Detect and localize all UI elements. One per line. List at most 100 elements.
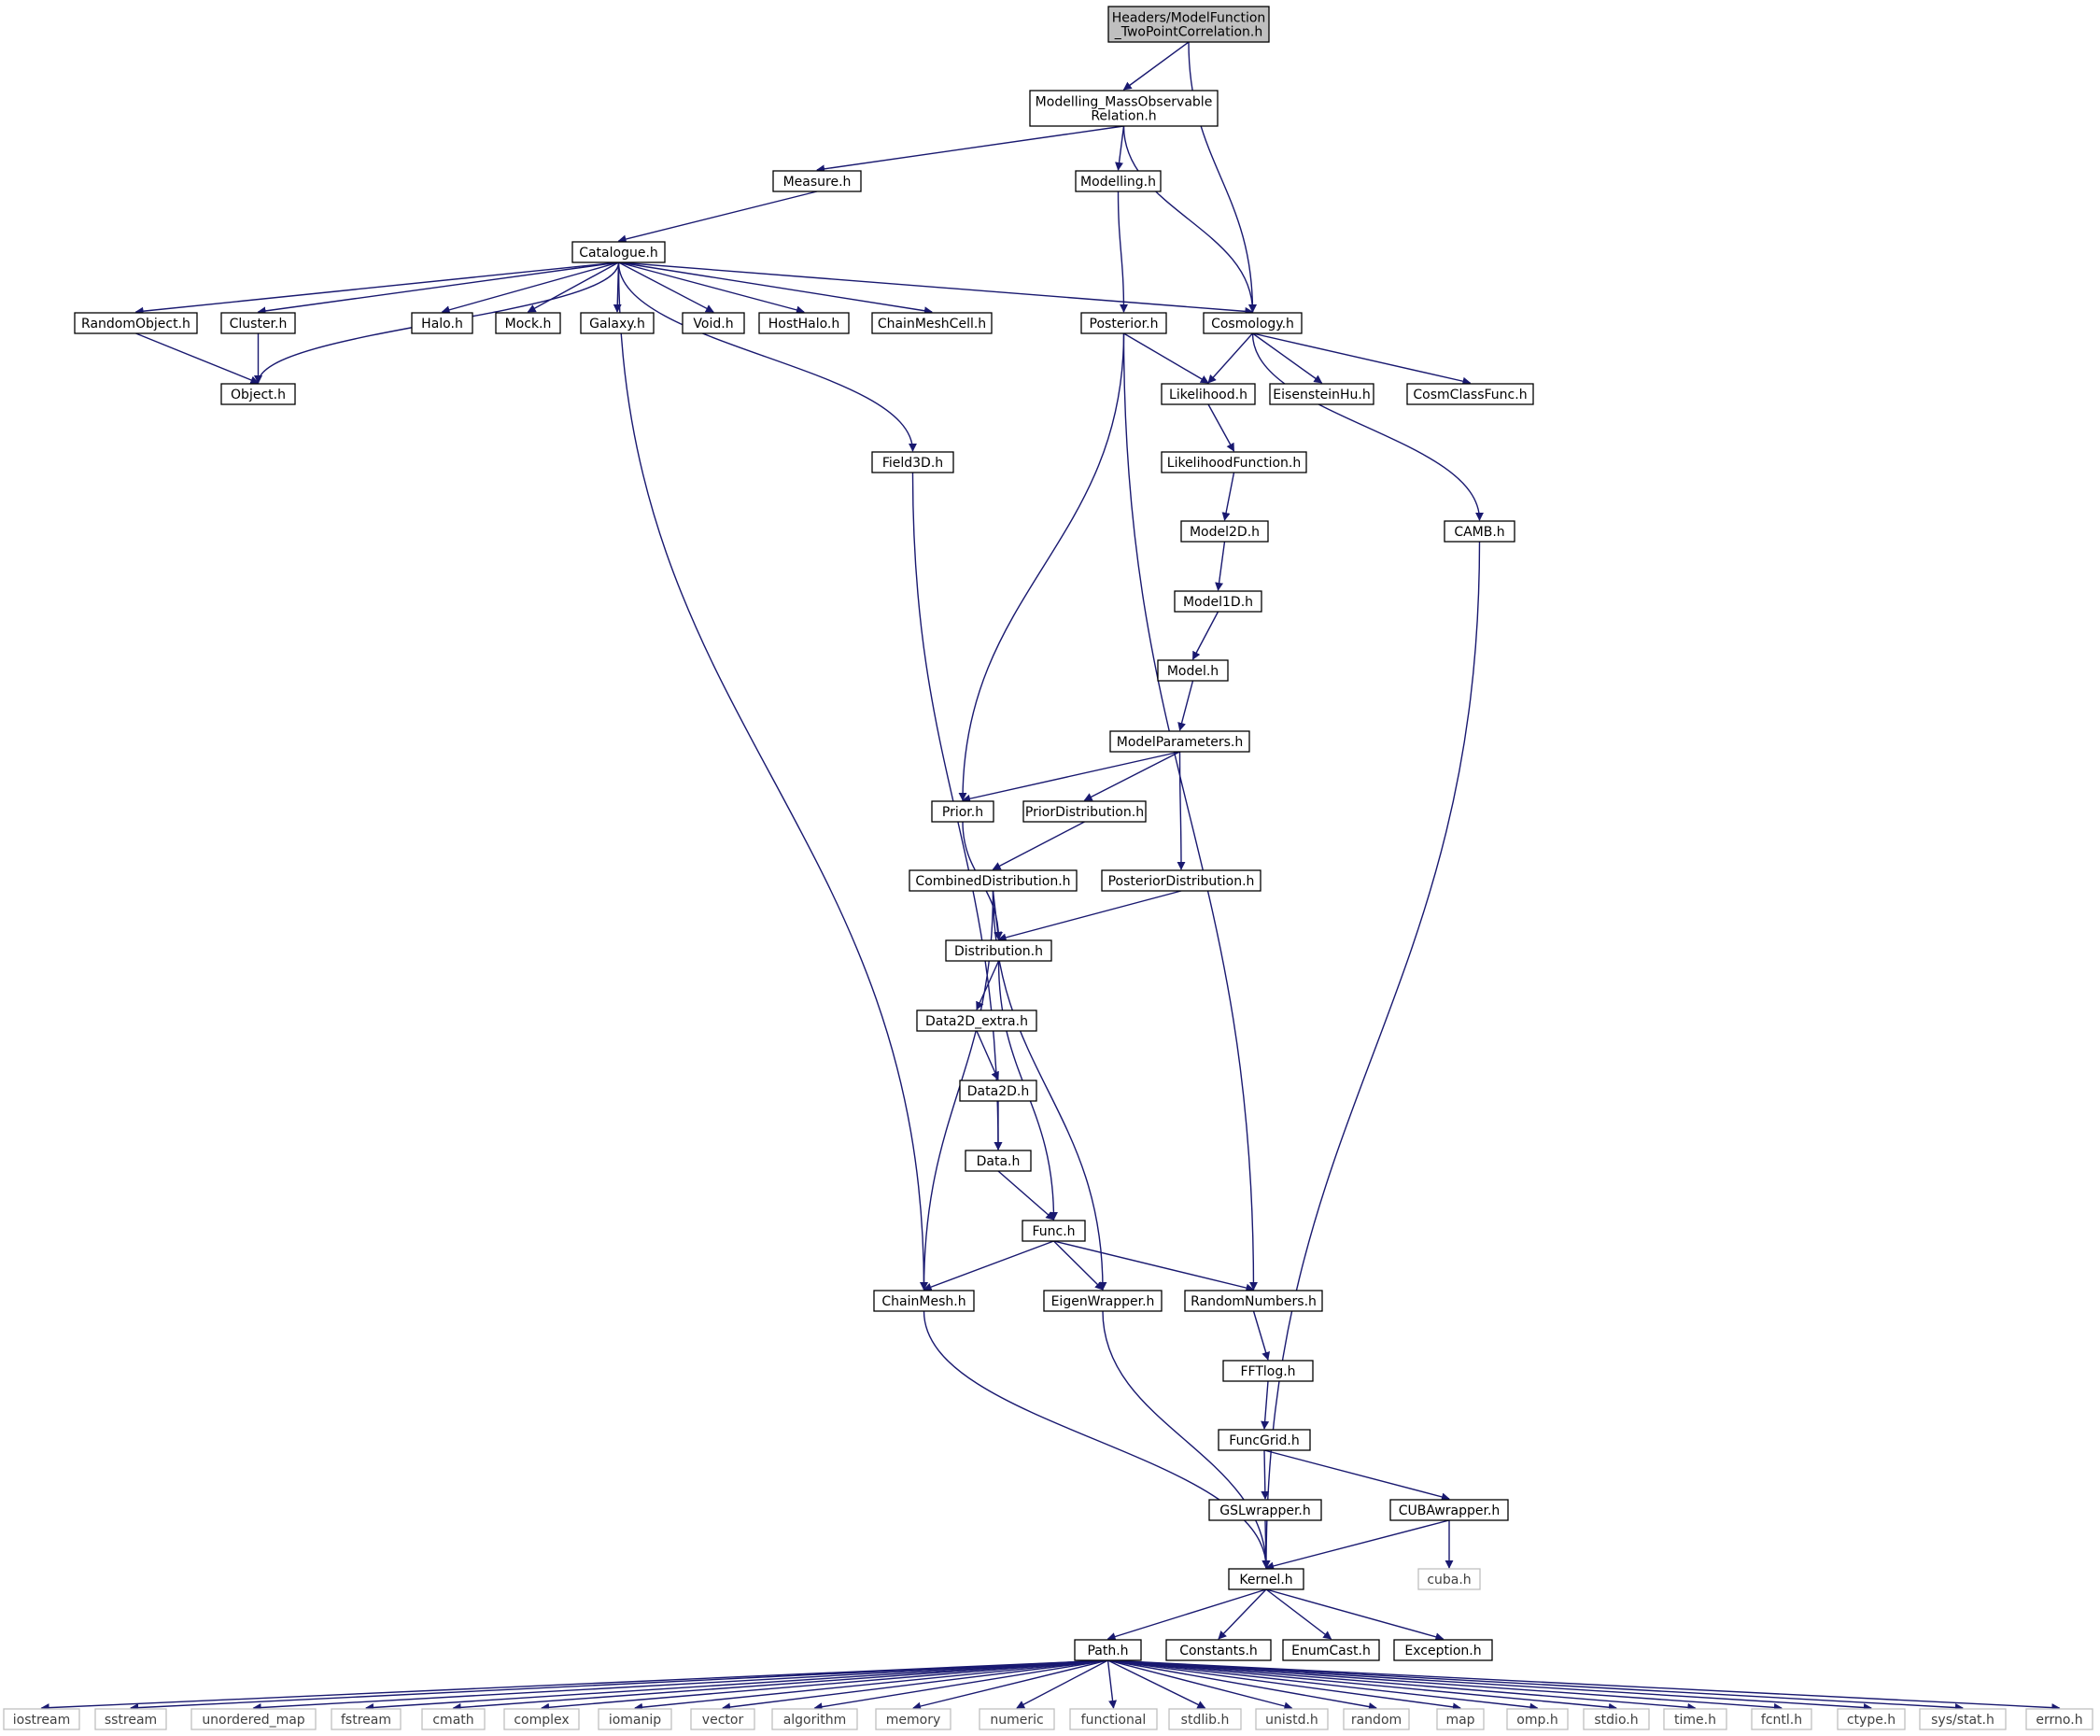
node-box-functional [1069, 1708, 1158, 1730]
node-iomanip: iomanip [598, 1708, 672, 1730]
node-label-func: Func.h [1032, 1224, 1075, 1239]
node-fftlog[interactable]: FFTlog.h [1222, 1360, 1314, 1382]
node-label-chainmesh: ChainMesh.h [881, 1294, 965, 1309]
edge-posterior-to-randomnumbers [1122, 332, 1258, 1291]
edge-path-to-iomanip [634, 1659, 1108, 1712]
node-box-randomobject [74, 312, 198, 334]
node-model2d[interactable]: Model2D.h [1180, 520, 1269, 543]
node-object[interactable]: Object.h [220, 383, 296, 405]
node-label-prior: Prior.h [942, 805, 983, 820]
edge-distribution-to-data2d_extra [976, 960, 1000, 1010]
node-catalogue[interactable]: Catalogue.h [571, 241, 666, 263]
node-label-eigenwrapper: EigenWrapper.h [1051, 1294, 1155, 1309]
node-path[interactable]: Path.h [1074, 1639, 1142, 1661]
node-box-void [682, 312, 745, 334]
node-model[interactable]: Model.h [1157, 659, 1229, 682]
node-label-randomobject: RandomObject.h [81, 317, 190, 332]
node-box-sstream [94, 1708, 167, 1730]
node-combineddistribution[interactable]: CombinedDistribution.h [909, 869, 1078, 892]
edge-path-to-ctype [1107, 1659, 1872, 1712]
edge-model-to-modelparameters [1177, 680, 1194, 731]
edge-kernel-to-constants [1218, 1588, 1267, 1640]
node-model1d[interactable]: Model1D.h [1174, 590, 1262, 613]
node-label-iostream: iostream [13, 1713, 71, 1728]
node-galaxy[interactable]: Galaxy.h [580, 312, 655, 334]
node-measure[interactable]: Measure.h [772, 170, 862, 192]
edge-path-to-memory [912, 1659, 1108, 1711]
node-stdlib: stdlib.h [1168, 1708, 1242, 1730]
node-chainmeshcell[interactable]: ChainMeshCell.h [871, 312, 993, 334]
node-box-mock [495, 312, 561, 334]
node-label-root: Headers/ModelFunction [1112, 11, 1266, 26]
node-likelihoodfunction[interactable]: LikelihoodFunction.h [1161, 451, 1307, 473]
node-box-path [1074, 1639, 1142, 1661]
node-halo[interactable]: Halo.h [411, 312, 473, 334]
node-exception[interactable]: Exception.h [1393, 1639, 1493, 1661]
edge-catalogue-to-hosthalo [618, 261, 805, 315]
node-cosmclassfunc[interactable]: CosmClassFunc.h [1406, 383, 1534, 405]
node-cosmology[interactable]: Cosmology.h [1203, 312, 1303, 334]
node-box-stdlib [1168, 1708, 1242, 1730]
node-box-model1d [1174, 590, 1262, 613]
node-randomobject[interactable]: RandomObject.h [74, 312, 198, 334]
edge-catalogue-to-void [618, 261, 714, 313]
node-mock[interactable]: Mock.h [495, 312, 561, 334]
node-modelling[interactable]: Modelling.h [1075, 170, 1162, 192]
node-posterior[interactable]: Posterior.h [1080, 312, 1167, 334]
node-priordistribution[interactable]: PriorDistribution.h [1022, 800, 1147, 823]
node-void[interactable]: Void.h [682, 312, 745, 334]
node-box-posterior [1080, 312, 1167, 334]
node-sstream: sstream [94, 1708, 167, 1730]
node-label-memory: memory [886, 1713, 941, 1728]
node-chainmesh[interactable]: ChainMesh.h [873, 1290, 975, 1312]
node-funcgrid[interactable]: FuncGrid.h [1218, 1429, 1311, 1451]
node-enumcast[interactable]: EnumCast.h [1282, 1639, 1380, 1661]
node-box-cuba [1417, 1568, 1481, 1590]
node-box-ctype [1837, 1708, 1906, 1730]
edge-data2d_extra-to-data2d [976, 1030, 999, 1080]
edge-modelparameters-to-prior [962, 751, 1180, 803]
node-randomnumbers[interactable]: RandomNumbers.h [1184, 1290, 1323, 1312]
node-func[interactable]: Func.h [1022, 1220, 1086, 1242]
node-prior[interactable]: Prior.h [931, 800, 994, 823]
node-data2d_extra[interactable]: Data2D_extra.h [916, 1009, 1037, 1032]
node-box-root [1107, 6, 1270, 43]
node-box-cosmclassfunc [1406, 383, 1534, 405]
node-label-galaxy: Galaxy.h [589, 317, 645, 332]
node-hosthalo[interactable]: HostHalo.h [758, 312, 850, 334]
node-camb[interactable]: CAMB.h [1444, 520, 1515, 543]
node-box-galaxy [580, 312, 655, 334]
node-cubawrapper[interactable]: CUBAwrapper.h [1389, 1499, 1509, 1521]
node-modelparameters[interactable]: ModelParameters.h [1109, 730, 1250, 753]
node-box-constants [1165, 1639, 1272, 1661]
node-data[interactable]: Data.h [965, 1150, 1032, 1172]
edge-cubawrapper-to-kernel [1265, 1519, 1450, 1571]
node-eigenwrapper[interactable]: EigenWrapper.h [1043, 1290, 1163, 1312]
node-fcntl: fcntl.h [1751, 1708, 1812, 1730]
node-distribution[interactable]: Distribution.h [945, 939, 1052, 962]
node-data2d[interactable]: Data2D.h [959, 1080, 1037, 1102]
node-field3d[interactable]: Field3D.h [871, 451, 954, 473]
node-cluster[interactable]: Cluster.h [220, 312, 296, 334]
node-box-unordered_map [190, 1708, 317, 1730]
node-box-errno [2025, 1708, 2093, 1730]
node-label-combineddistribution: CombinedDistribution.h [915, 874, 1070, 889]
node-label-chainmeshcell: ChainMeshCell.h [878, 317, 986, 332]
edge-measure-to-catalogue [617, 191, 818, 244]
node-label-field3d: Field3D.h [882, 456, 943, 471]
edge-posterior-to-prior [958, 332, 1125, 801]
node-label-distribution: Distribution.h [954, 944, 1043, 959]
node-gslwrapper[interactable]: GSLwrapper.h [1208, 1499, 1322, 1521]
node-likelihood[interactable]: Likelihood.h [1161, 383, 1256, 405]
node-root[interactable]: Headers/ModelFunction_TwoPointCorrelatio… [1107, 6, 1270, 43]
node-posteriordistribution[interactable]: PosteriorDistribution.h [1101, 869, 1261, 892]
node-label-posteriordistribution: PosteriorDistribution.h [1108, 874, 1255, 889]
node-eisensteinhu[interactable]: EisensteinHu.h [1269, 383, 1374, 405]
node-label-cuba: cuba.h [1427, 1573, 1471, 1588]
edge-catalogue-to-halo [441, 261, 619, 315]
edge-cosmology-to-cosmclassfunc [1252, 332, 1472, 386]
node-kernel[interactable]: Kernel.h [1228, 1568, 1304, 1590]
node-constants[interactable]: Constants.h [1165, 1639, 1272, 1661]
